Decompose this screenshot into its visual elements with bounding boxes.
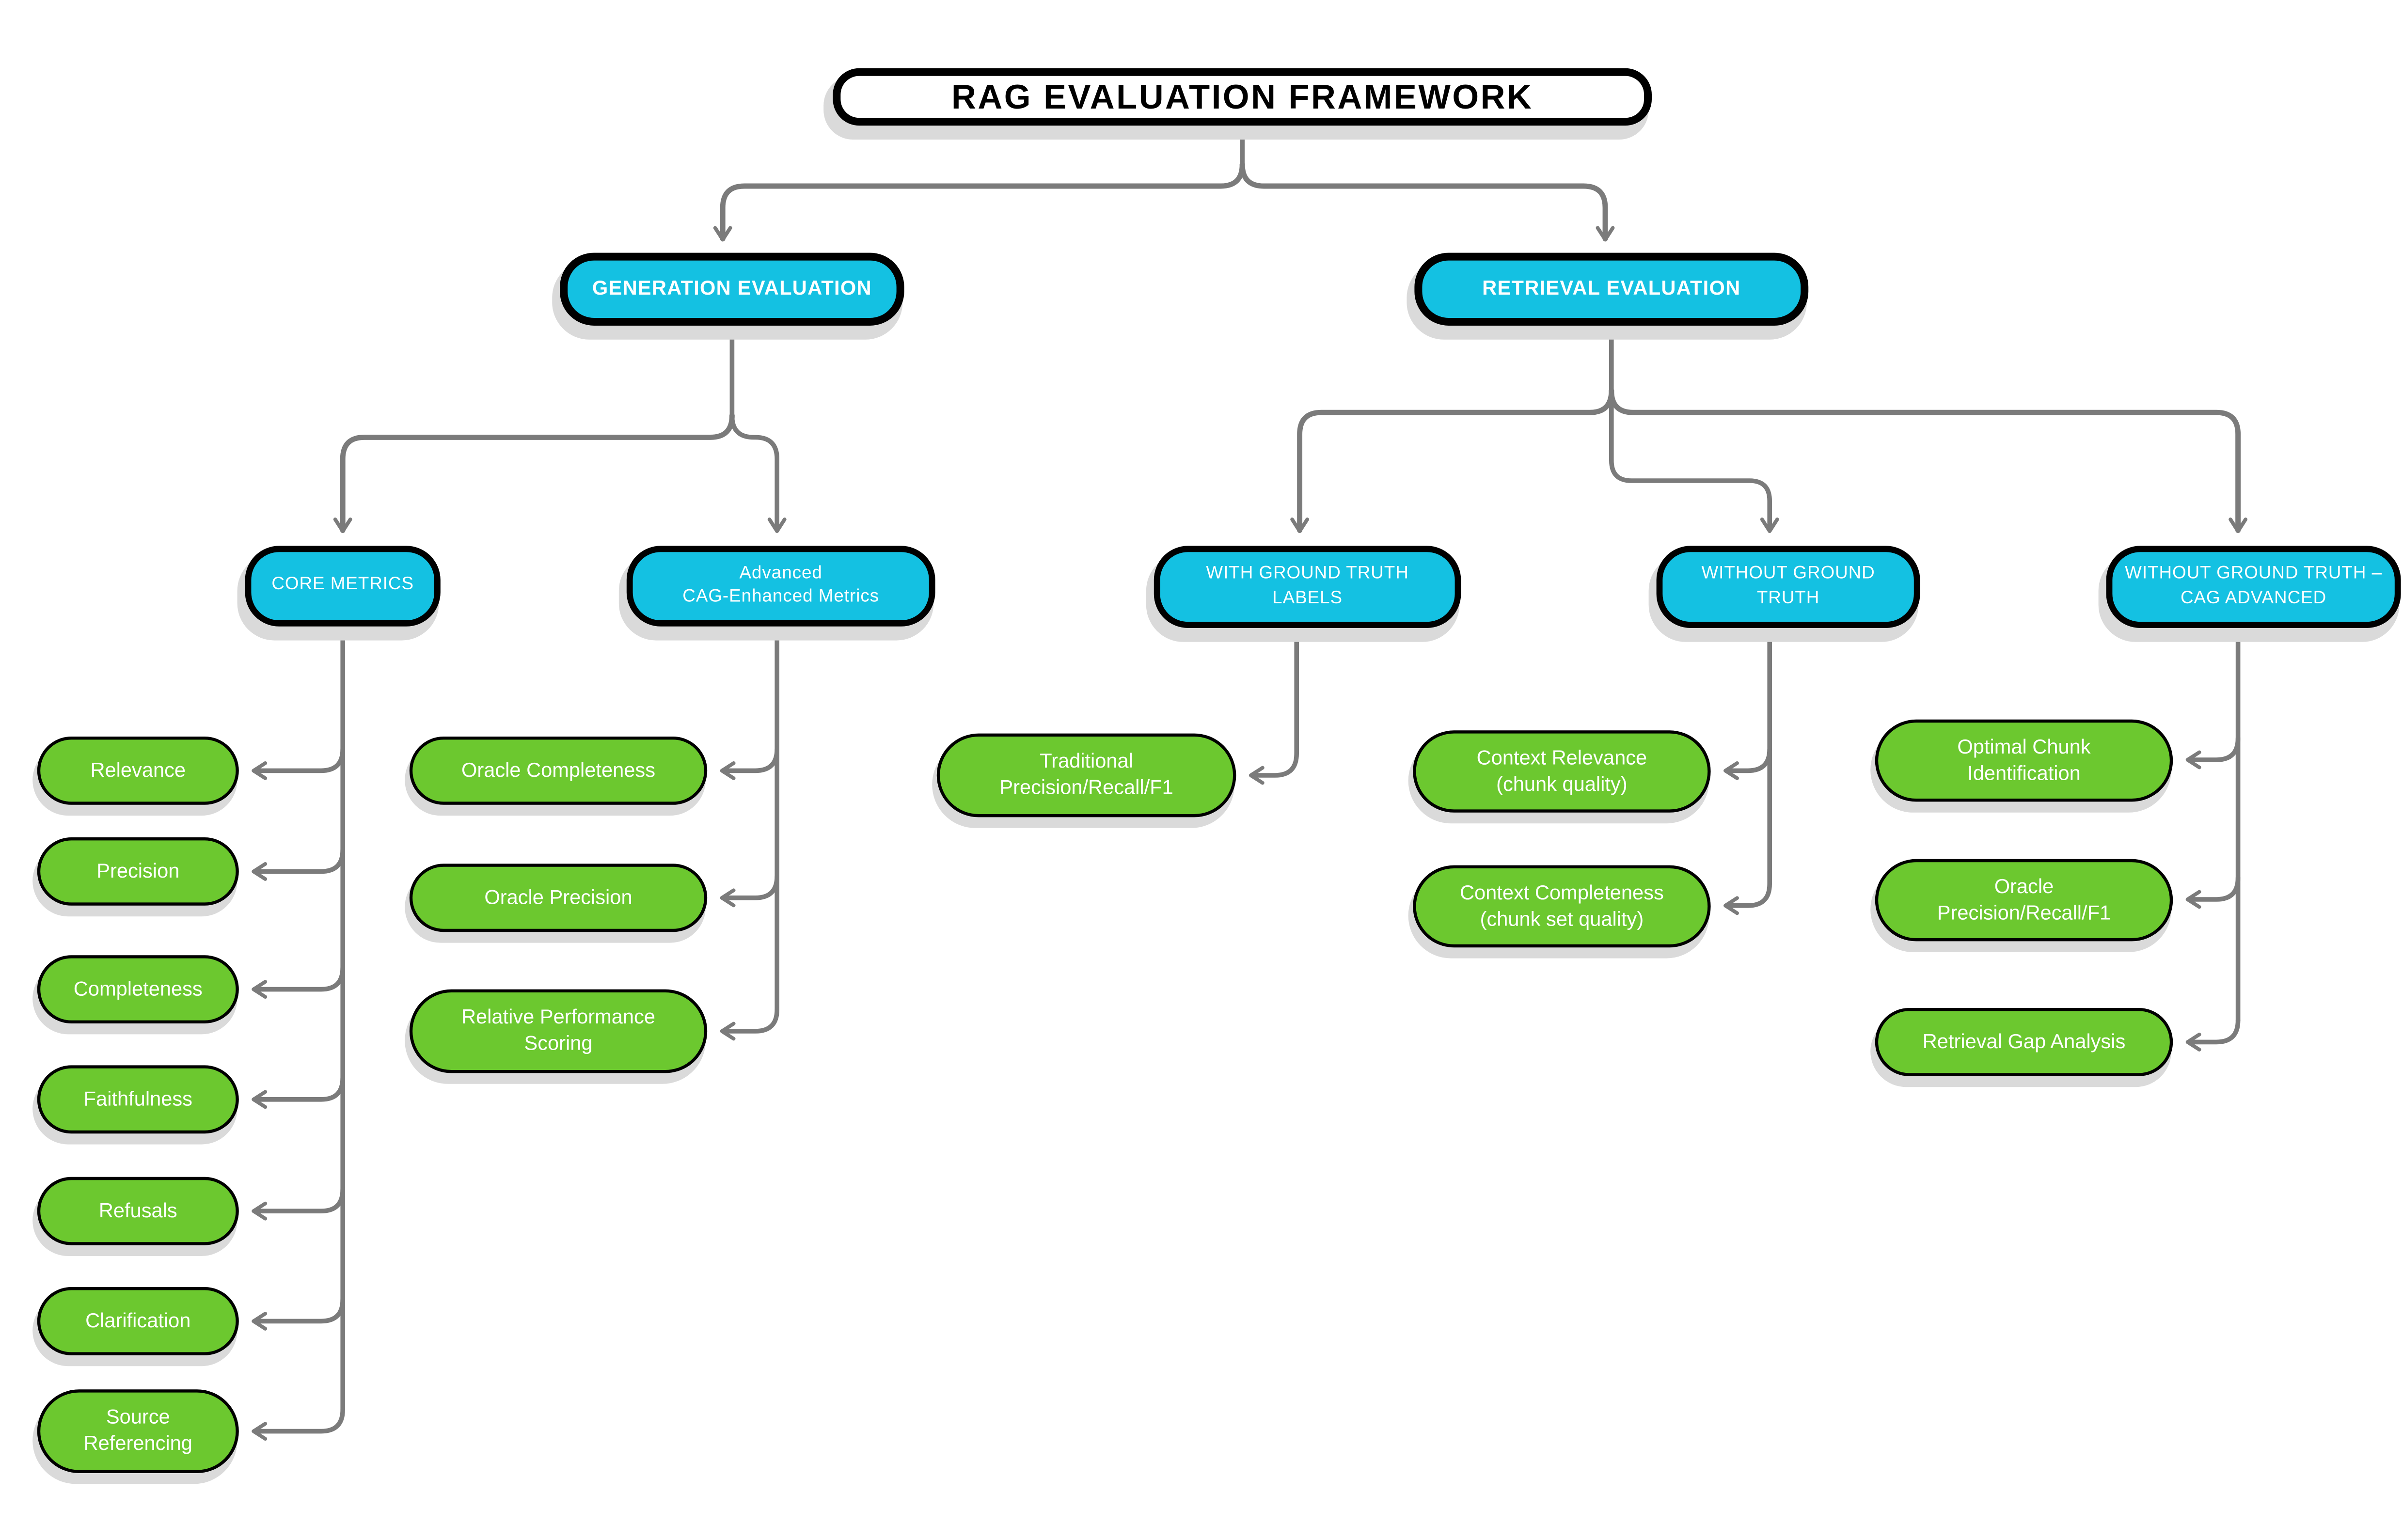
- node-advanced-cag-line1: Advanced: [739, 564, 822, 583]
- edge-root-retrieval: [1239, 161, 1615, 242]
- node-faithfulness-label: Faithfulness: [83, 1086, 192, 1110]
- node-traditional-prf-label2: Precision/Recall/F1: [999, 775, 1173, 799]
- node-context-completeness-label2: (chunk set quality): [1480, 906, 1644, 930]
- node-optimal-chunk-label: Optimal Chunk: [1957, 735, 2091, 758]
- node-retrieval-gap-analysis: Retrieval Gap Analysis: [1875, 1008, 2173, 1076]
- edge-cag-optimal-chunk: [2185, 736, 2241, 770]
- node-clarification-label: Clarification: [85, 1308, 191, 1332]
- node-root-label: RAG EVALUATION FRAMEWORK: [951, 77, 1533, 116]
- node-with-gt-line1: WITH GROUND TRUTH: [1206, 565, 1409, 584]
- edge-core-clarification: [252, 1297, 346, 1331]
- node-source-referencing-label2: Referencing: [83, 1431, 192, 1455]
- node-precision: Precision: [37, 837, 239, 906]
- node-retrieval-gap-label: Retrieval Gap Analysis: [1922, 1029, 2126, 1053]
- node-without-gt-line2: TRUTH: [1756, 588, 1820, 607]
- edge-advanced-oracle-precision: [720, 874, 780, 908]
- edge-retrieval-without-gt-cag: [1609, 388, 2248, 533]
- node-relative-performance-label: Relative Performance: [461, 1005, 655, 1029]
- node-clarification: Clarification: [37, 1287, 239, 1355]
- node-context-completeness-label: Context Completeness: [1459, 880, 1664, 904]
- node-oracle-precision-recall-f1: Oracle Precision/Recall/F1: [1875, 859, 2173, 942]
- node-relative-performance-label2: Scoring: [524, 1031, 593, 1054]
- edge-generation-core-metrics: [333, 413, 735, 533]
- edge-core-source-referencing: [252, 1407, 346, 1441]
- node-context-relevance-label: Context Relevance: [1476, 745, 1647, 769]
- node-relevance: Relevance: [37, 737, 239, 805]
- node-refusals-label: Refusals: [98, 1198, 177, 1222]
- edge-retrieval-without-gt: [1609, 458, 1779, 533]
- node-retrieval-evaluation-label: RETRIEVAL EVALUATION: [1482, 276, 1741, 300]
- edge-without-gt-context-relevance: [1723, 746, 1772, 780]
- node-without-ground-truth-cag-advanced: WITHOUT GROUND TRUTH – CAG ADVANCED: [2106, 546, 2401, 628]
- node-optimal-chunk-identification: Optimal Chunk Identification: [1875, 719, 2173, 802]
- node-context-relevance: Context Relevance (chunk quality): [1413, 730, 1711, 813]
- edge-root-generation: [713, 161, 1245, 242]
- edge-with-gt-traditional: [1249, 751, 1299, 785]
- node-core-metrics: CORE METRICS: [245, 546, 441, 627]
- edge-cag-oracle-prf: [2185, 875, 2241, 909]
- node-relevance-label: Relevance: [90, 757, 186, 781]
- node-context-relevance-label2: (chunk quality): [1496, 771, 1628, 795]
- node-root: RAG EVALUATION FRAMEWORK: [833, 68, 1652, 126]
- node-traditional-prf-label: Traditional: [1040, 749, 1133, 773]
- node-without-gt-cag-line2: CAG ADVANCED: [2180, 588, 2327, 607]
- node-oracle-precision: Oracle Precision: [409, 864, 708, 932]
- node-completeness: Completeness: [37, 955, 239, 1023]
- node-with-gt-line2: LABELS: [1272, 588, 1343, 607]
- node-retrieval-evaluation: RETRIEVAL EVALUATION: [1414, 252, 1809, 326]
- node-without-gt-line1: WITHOUT GROUND: [1701, 565, 1875, 584]
- edge-core-faithfulness: [252, 1075, 346, 1109]
- node-source-referencing-label: Source: [106, 1405, 170, 1429]
- node-generation-evaluation: GENERATION EVALUATION: [560, 252, 904, 326]
- node-oracle-completeness-label: Oracle Completeness: [461, 757, 655, 781]
- node-optimal-chunk-label2: Identification: [1967, 760, 2081, 784]
- node-generation-evaluation-label: GENERATION EVALUATION: [592, 276, 872, 300]
- node-advanced-cag-enhanced-metrics: Advanced CAG-Enhanced Metrics: [626, 546, 935, 627]
- node-with-ground-truth-labels: WITH GROUND TRUTH LABELS: [1154, 546, 1461, 628]
- node-without-ground-truth: WITHOUT GROUND TRUTH: [1656, 546, 1920, 628]
- node-without-gt-cag-line1: WITHOUT GROUND TRUTH –: [2125, 565, 2383, 584]
- node-advanced-cag-line2: CAG-Enhanced Metrics: [682, 587, 880, 607]
- edge-core-precision: [252, 847, 346, 881]
- edge-core-refusals: [252, 1187, 346, 1221]
- node-oracle-prf-label2: Precision/Recall/F1: [1937, 900, 2111, 924]
- node-oracle-precision-label: Oracle Precision: [484, 885, 632, 909]
- node-source-referencing: Source Referencing: [37, 1389, 239, 1473]
- node-core-metrics-line1: CORE METRICS: [271, 576, 414, 595]
- edge-advanced-oracle-completeness: [720, 746, 780, 780]
- node-relative-performance-scoring: Relative Performance Scoring: [409, 989, 708, 1073]
- edge-cag-retrieval-gap: [2185, 1018, 2241, 1052]
- edge-core-completeness: [252, 965, 346, 999]
- node-faithfulness: Faithfulness: [37, 1065, 239, 1134]
- edge-retrieval-with-gt: [1290, 388, 1614, 533]
- edge-advanced-relative-performance: [720, 1007, 780, 1041]
- node-precision-label: Precision: [96, 858, 180, 882]
- node-context-completeness: Context Completeness (chunk set quality): [1413, 865, 1711, 948]
- node-traditional-precision-recall-f1: Traditional Precision/Recall/F1: [936, 733, 1236, 817]
- node-oracle-completeness: Oracle Completeness: [409, 737, 708, 805]
- edge-core-relevance: [252, 746, 346, 780]
- node-refusals: Refusals: [37, 1177, 239, 1245]
- node-completeness-label: Completeness: [73, 976, 203, 1000]
- node-oracle-prf-label: Oracle: [1994, 874, 2054, 898]
- edge-generation-advanced: [729, 413, 787, 533]
- edge-without-gt-context-completeness: [1723, 881, 1772, 915]
